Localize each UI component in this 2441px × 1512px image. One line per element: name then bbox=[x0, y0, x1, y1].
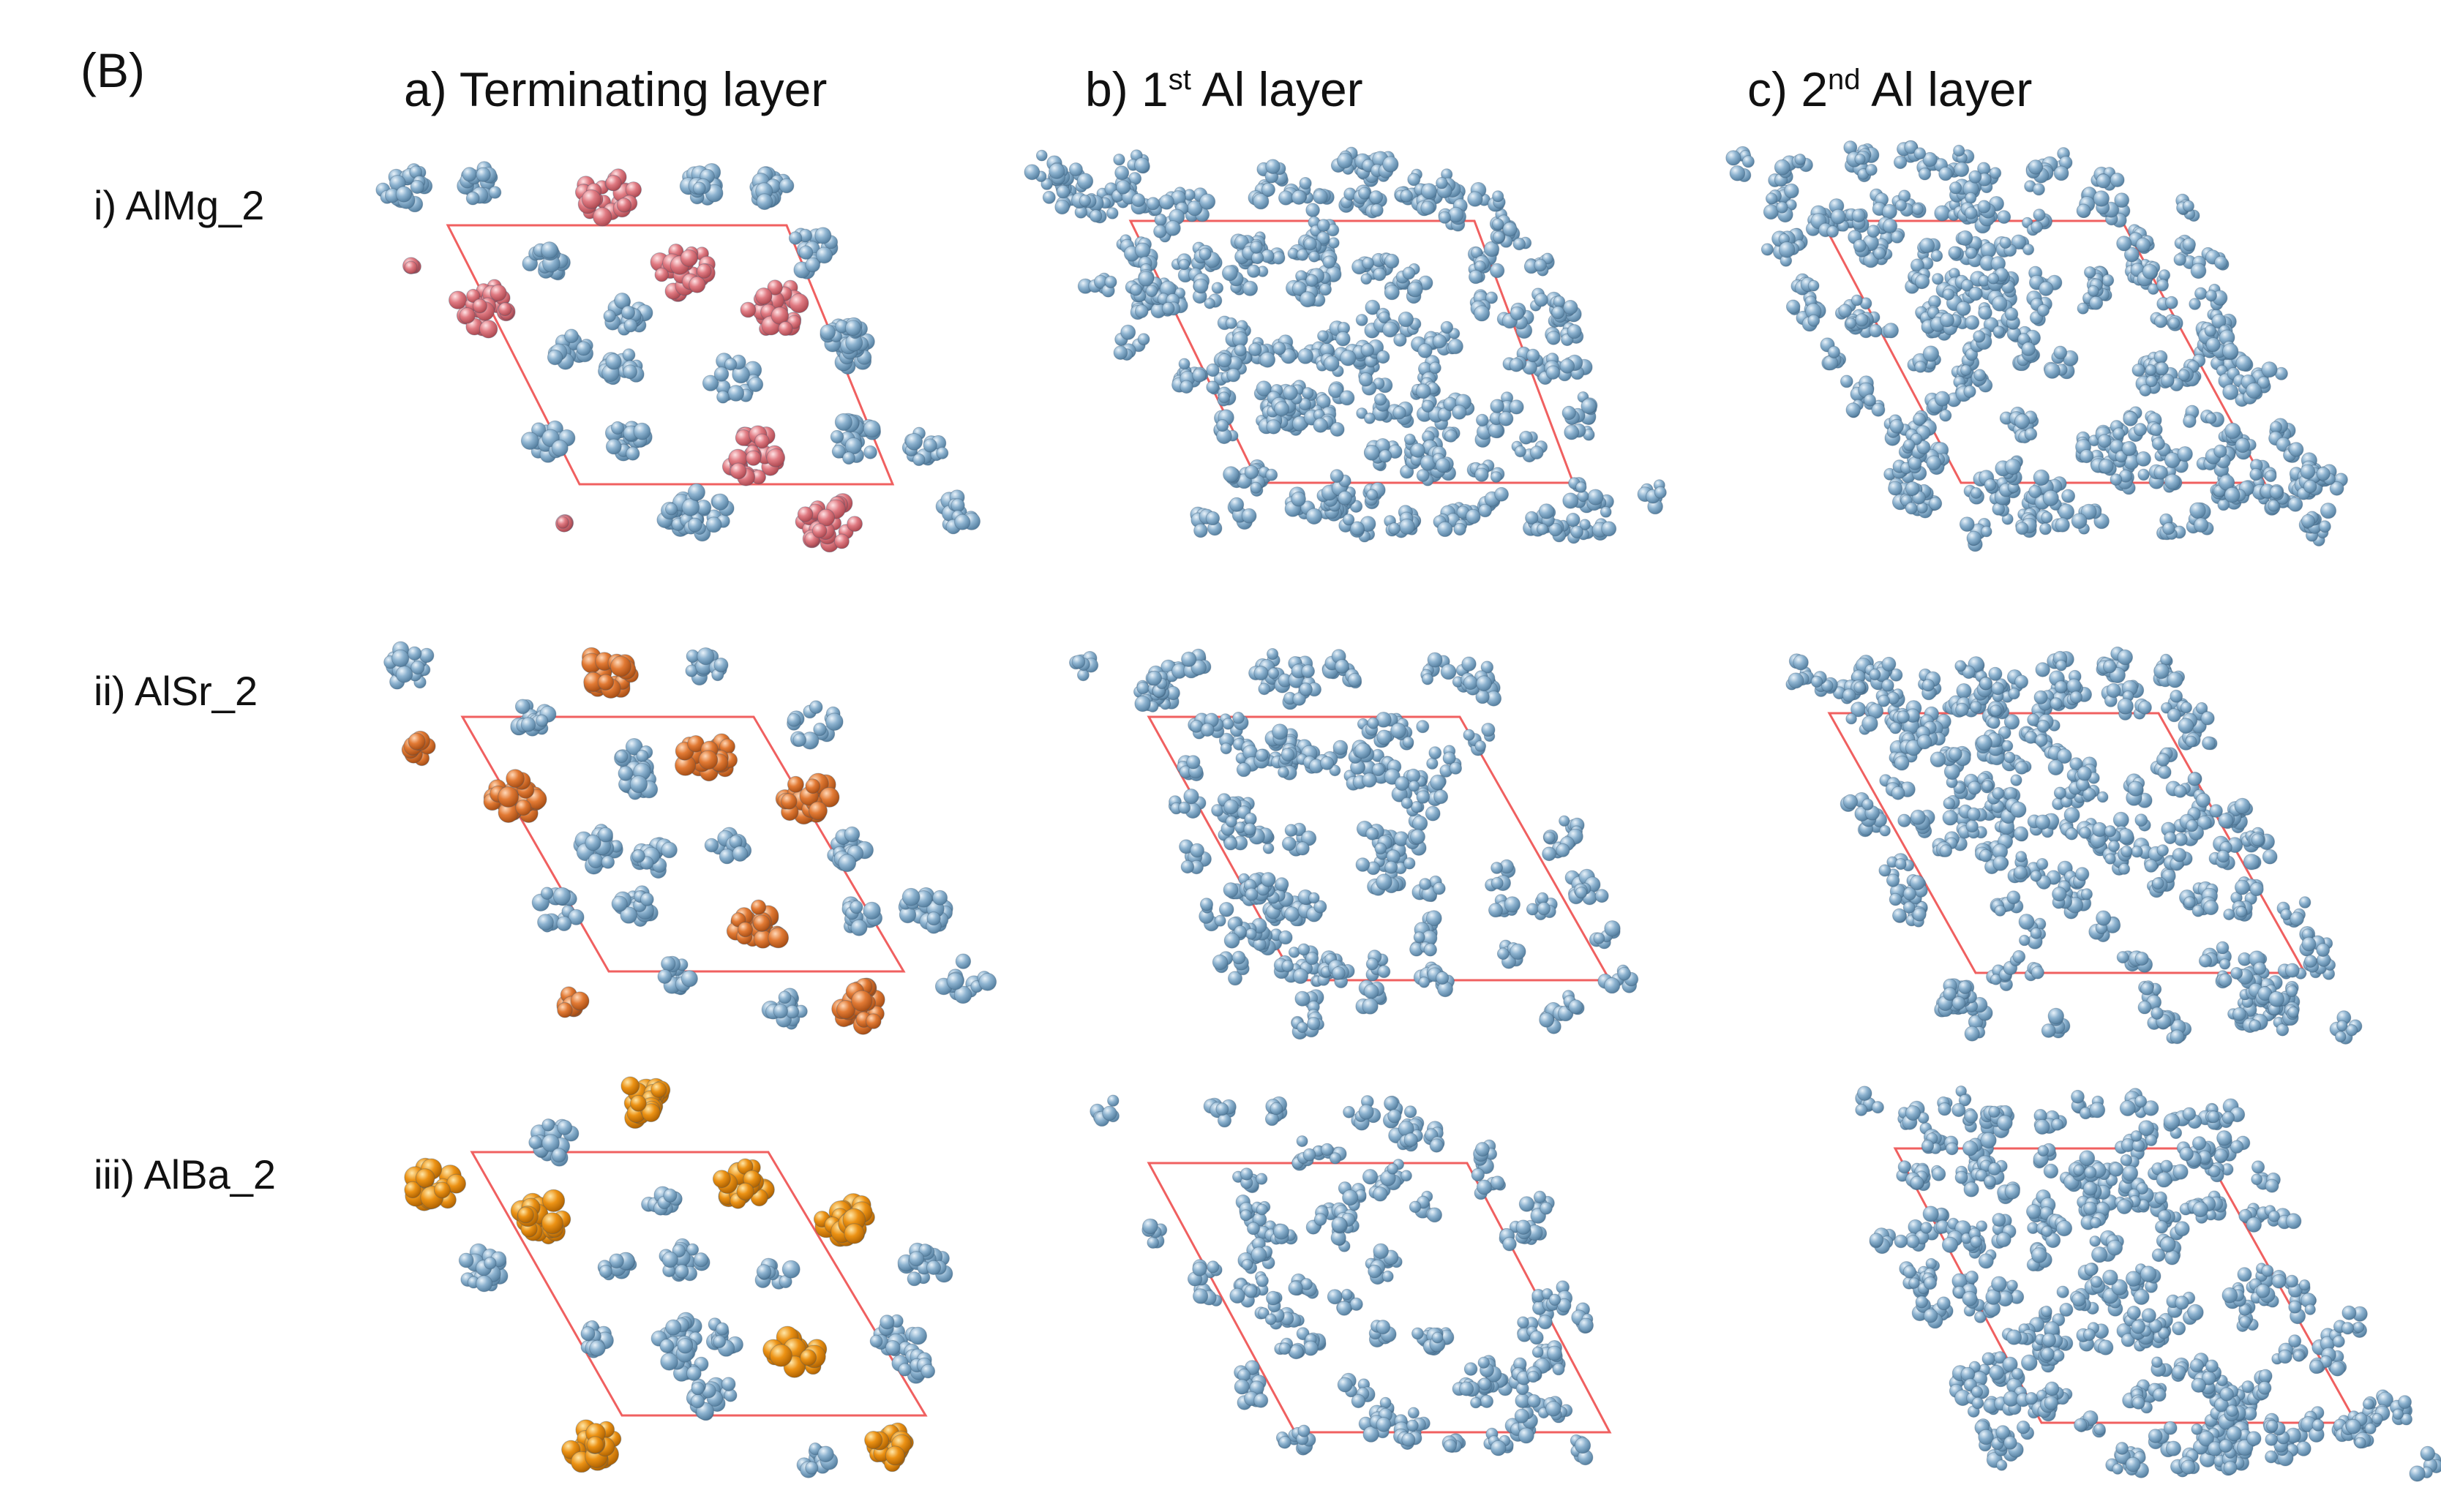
row-label-alsr: ii) AlSr_2 bbox=[94, 668, 258, 714]
first-al-layer-alsr bbox=[1069, 648, 1639, 1040]
terminating-layer-alba bbox=[404, 1076, 953, 1478]
unit-cell-almg-2nd bbox=[1820, 219, 2267, 484]
column-header-first-al: b) 1st Al layer bbox=[1085, 62, 1363, 116]
column-header-terminating: a) Terminating layer bbox=[404, 62, 828, 116]
second-al-layer-alba bbox=[1855, 1086, 2441, 1482]
unit-cell-alba-terminating bbox=[470, 1151, 928, 1417]
second-al-layer-alsr bbox=[1785, 646, 2363, 1045]
first-al-layer-almg bbox=[1024, 146, 1667, 544]
row-label-almg: i) AlMg_2 bbox=[94, 182, 265, 228]
unit-cell-alsr-terminating bbox=[460, 715, 906, 973]
terminating-layer-almg bbox=[375, 161, 981, 553]
unit-cell-alba-1st bbox=[1147, 1162, 1612, 1434]
first-al-layer-alba bbox=[1090, 1094, 1594, 1466]
row-label-alba: iii) AlBa_2 bbox=[94, 1151, 277, 1197]
column-header-second-al: c) 2nd Al layer bbox=[1747, 62, 2033, 116]
panel-label: (B) bbox=[80, 43, 145, 97]
second-al-layer-almg bbox=[1725, 140, 2348, 552]
terminating-layer-alsr bbox=[383, 641, 997, 1035]
unit-cell-almg-terminating bbox=[446, 224, 895, 486]
